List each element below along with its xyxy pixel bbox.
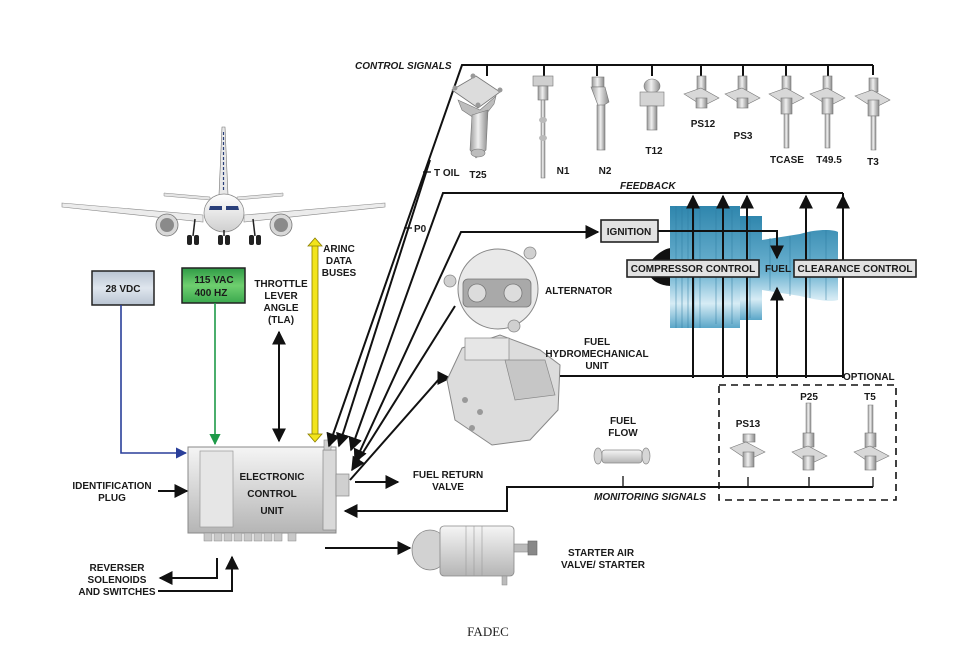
- sensor-tcase: [768, 75, 805, 149]
- sensor-label-ps3: PS3: [734, 131, 753, 142]
- fuel-flow-meter-icon: [593, 447, 651, 465]
- power-28vdc-box: 28 VDC: [91, 270, 155, 306]
- alternator-signal-line: [351, 305, 456, 472]
- sensor-label-ps12: PS12: [691, 119, 716, 130]
- arinc-label: ARINC DATA BUSES: [322, 244, 357, 279]
- electronic-control-unit: ELECTRONIC CONTROL UNIT: [187, 439, 350, 542]
- svg-text:ANGLE: ANGLE: [264, 303, 299, 314]
- sensor-label-t5: T5: [864, 392, 876, 403]
- ignition-to-fuel-line: [658, 230, 784, 260]
- figure-caption: FADEC: [467, 624, 509, 639]
- svg-text:(TLA): (TLA): [268, 315, 294, 326]
- svg-text:HYDROMECHANICAL: HYDROMECHANICAL: [545, 349, 648, 360]
- control-signals-label: CONTROL SIGNALS: [355, 61, 452, 72]
- sensor-label-ps13: PS13: [736, 419, 761, 430]
- fuel-hydromechanical-unit-icon: [446, 334, 561, 446]
- reverser-in-arrow: [158, 555, 239, 592]
- ignition-label: IGNITION: [607, 227, 651, 238]
- ecu-label-line3: UNIT: [260, 506, 283, 517]
- sensor-t12: [639, 78, 665, 131]
- svg-text:AND SWITCHES: AND SWITCHES: [78, 587, 156, 598]
- optional-label: OPTIONAL: [843, 372, 895, 383]
- svg-text:FUEL: FUEL: [584, 337, 610, 348]
- sensor-p25: [791, 402, 828, 471]
- clearance-control-label: CLEARANCE CONTROL: [798, 264, 913, 275]
- compressor-control-label: COMPRESSOR CONTROL: [631, 264, 755, 275]
- sensor-label-n1: N1: [557, 166, 570, 177]
- ignition-signal-line: [353, 225, 600, 464]
- fhu-signal-line: [349, 371, 452, 481]
- svg-text:PLUG: PLUG: [98, 493, 126, 504]
- engine-actuator-arrows: [686, 194, 850, 378]
- svg-text:STARTER AIR: STARTER AIR: [568, 548, 635, 559]
- sensor-label-t49-5: T49.5: [816, 155, 842, 166]
- optional-sensors-group: [718, 384, 897, 501]
- sensor-t3: [854, 77, 891, 151]
- monitoring-signals-label: MONITORING SIGNALS: [594, 492, 706, 503]
- sensor-label-toil: T OIL: [434, 168, 460, 179]
- arinc-data-bus: [307, 237, 323, 443]
- svg-text:FLOW: FLOW: [608, 428, 638, 439]
- sensor-n2: [590, 76, 610, 151]
- svg-text:VALVE: VALVE: [432, 482, 464, 493]
- svg-text:BUSES: BUSES: [322, 268, 357, 279]
- sensor-t5: [853, 404, 890, 471]
- svg-text:FUEL: FUEL: [610, 416, 636, 427]
- alternator-label: ALTERNATOR: [545, 286, 613, 297]
- starter-label: STARTER AIR VALVE/ STARTER: [561, 548, 646, 571]
- fuel-return-valve-label: FUEL RETURN VALVE: [413, 470, 483, 493]
- fuel-label: FUEL: [765, 264, 791, 275]
- reverser-out-arrow: [158, 558, 218, 585]
- svg-text:VALVE/ STARTER: VALVE/ STARTER: [561, 560, 646, 571]
- svg-text:THROTTLE: THROTTLE: [254, 279, 308, 290]
- aircraft-icon: [61, 126, 386, 245]
- svg-text:FUEL RETURN: FUEL RETURN: [413, 470, 483, 481]
- clearance-control-box: CLEARANCE CONTROL: [793, 259, 917, 278]
- alternator-icon: [443, 246, 539, 333]
- sensor-n1: [532, 75, 554, 179]
- fuel-flow-label: FUEL FLOW: [608, 416, 638, 439]
- reverser-label: REVERSER SOLENOIDS AND SWITCHES: [78, 563, 156, 598]
- ignition-box: IGNITION: [600, 219, 659, 243]
- sensor-label-p0: P0: [414, 224, 427, 235]
- sensor-ps13: [729, 433, 766, 468]
- ecu-label-line1: ELECTRONIC: [240, 472, 305, 483]
- sensor-ps12: [683, 75, 720, 109]
- identification-plug-label: IDENTIFICATION PLUG: [72, 481, 151, 504]
- power-115vac-box: 115 VAC 400 HZ: [181, 267, 246, 304]
- sensor-label-p25: P25: [800, 392, 818, 403]
- ecu-label-line2: CONTROL: [247, 489, 296, 500]
- svg-text:DATA: DATA: [326, 256, 352, 267]
- dc-power-wire: [120, 305, 188, 459]
- svg-text:SOLENOIDS: SOLENOIDS: [88, 575, 147, 586]
- sensor-t25: [451, 73, 503, 159]
- sensor-label-t12: T12: [645, 146, 663, 157]
- power-28vdc-label: 28 VDC: [105, 284, 140, 295]
- sensor-label-tcase: TCASE: [770, 155, 804, 166]
- fhu-label: FUEL HYDROMECHANICAL UNIT: [545, 337, 648, 372]
- control-signal-taps: [486, 65, 829, 76]
- power-ac-line1: 115 VAC: [194, 275, 233, 286]
- tla-label: THROTTLE LEVER ANGLE (TLA): [254, 279, 308, 326]
- sensor-label-t3: T3: [867, 157, 879, 168]
- svg-text:REVERSER: REVERSER: [89, 563, 145, 574]
- svg-text:UNIT: UNIT: [585, 361, 608, 372]
- svg-text:ARINC: ARINC: [323, 244, 355, 255]
- power-ac-line2: 400 HZ: [195, 288, 228, 299]
- svg-text:LEVER: LEVER: [264, 291, 298, 302]
- sensor-label-n2: N2: [599, 166, 612, 177]
- sensor-t49-5: [809, 75, 846, 149]
- monitoring-signals-bus: [343, 486, 873, 518]
- svg-text:IDENTIFICATION: IDENTIFICATION: [72, 481, 151, 492]
- sensor-label-t25: T25: [469, 170, 487, 181]
- compressor-control-box: COMPRESSOR CONTROL: [626, 259, 760, 278]
- sensor-ps3: [724, 75, 761, 109]
- monitoring-taps: [747, 477, 874, 487]
- feedback-label: FEEDBACK: [620, 181, 676, 192]
- starter-icon: [411, 525, 538, 586]
